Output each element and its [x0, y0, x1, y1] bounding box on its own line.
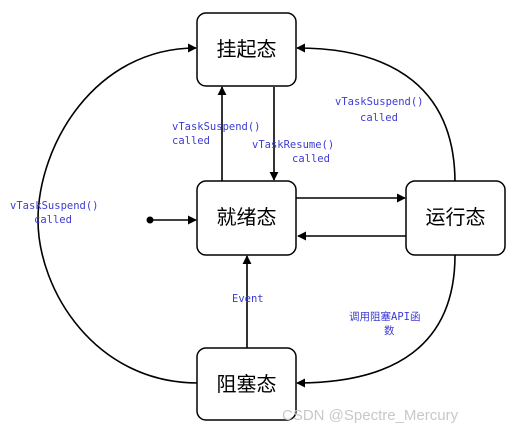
label-blocked-to-suspended-line2: called: [34, 214, 72, 226]
label-ready-to-suspended-line1: vTaskSuspend(): [172, 121, 261, 133]
state-blocked: 阻塞态: [196, 347, 297, 421]
state-blocked-label: 阻塞态: [217, 372, 277, 396]
state-ready: 就绪态: [196, 180, 297, 256]
state-suspended-label: 挂起态: [217, 37, 277, 61]
label-running-to-blocked-line1: 调用阻塞API函: [349, 310, 420, 323]
state-running-label: 运行态: [426, 205, 486, 229]
edge-blocked-to-suspended: [37, 43, 199, 384]
transition-labels: vTaskSuspend() called vTaskResume() call…: [10, 96, 424, 337]
label-ready-to-suspended-line2: called: [172, 135, 210, 147]
edge-running-to-suspended: [296, 43, 456, 184]
label-blocked-to-ready: Event: [232, 293, 264, 305]
state-suspended: 挂起态: [196, 12, 297, 87]
state-ready-label: 就绪态: [217, 205, 277, 229]
edges: [37, 43, 456, 388]
label-suspended-to-ready-line2: called: [292, 153, 330, 165]
label-running-to-blocked-line2: 数: [384, 324, 395, 337]
state-running: 运行态: [405, 180, 506, 256]
edge-running-to-blocked: [296, 254, 456, 388]
label-blocked-to-suspended-line1: vTaskSuspend(): [10, 200, 99, 212]
label-running-to-suspended-line1: vTaskSuspend(): [335, 96, 424, 108]
watermark: CSDN @Spectre_Mercury: [282, 407, 459, 424]
label-suspended-to-ready-line1: vTaskResume(): [252, 139, 334, 151]
label-running-to-suspended-line2: called: [360, 112, 398, 124]
